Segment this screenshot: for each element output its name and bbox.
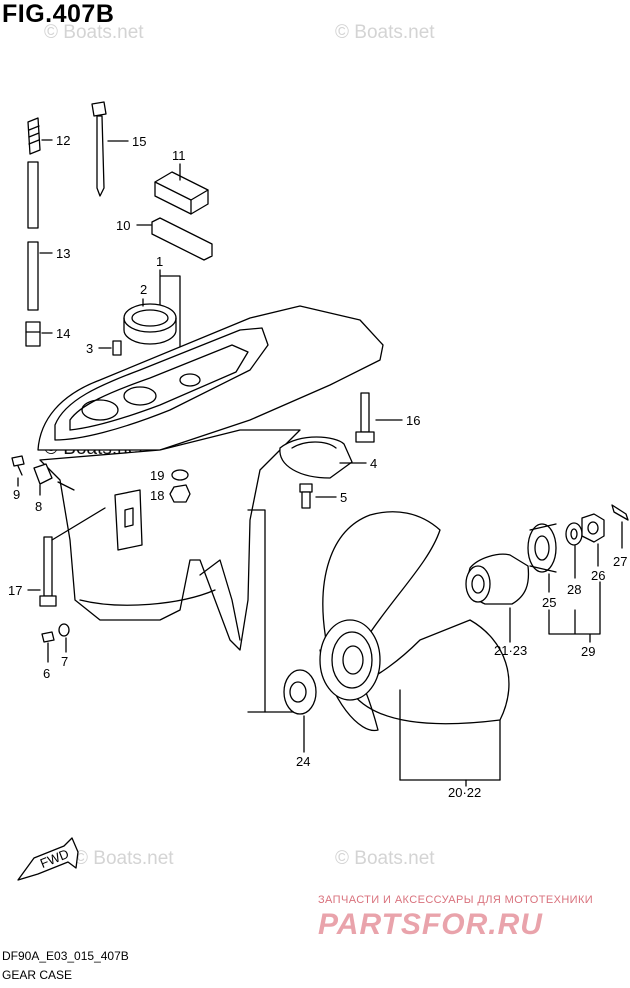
watermark-2: © Boats.net	[335, 22, 435, 43]
callout-13: 13	[56, 246, 70, 261]
part-7-washer	[58, 623, 70, 653]
fwd-arrow	[17, 837, 79, 881]
part-19-washer	[171, 469, 189, 481]
part-24-thrust-washer	[283, 669, 317, 753]
callout-24: 24	[296, 754, 310, 769]
part-28-washer	[565, 522, 583, 579]
callout-14: 14	[56, 326, 70, 341]
callout-21-23: 21·23	[494, 643, 527, 658]
part-13-tube	[27, 161, 53, 311]
callout-15: 15	[132, 134, 146, 149]
part-12-bushing	[27, 117, 53, 155]
callout-28: 28	[567, 582, 581, 597]
part-3-pin	[98, 340, 122, 356]
callout-11: 11	[172, 148, 186, 163]
model-code: DF90A_E03_015_407B	[2, 949, 129, 963]
callout-7: 7	[61, 654, 68, 669]
part-6-screw	[41, 631, 55, 663]
callout-16: 16	[406, 413, 420, 428]
brand-logo: PARTSFOR.RU	[318, 908, 543, 941]
part-21-spacer	[465, 553, 530, 643]
callout-10: 10	[116, 218, 130, 233]
part-27-cotter-pin	[611, 504, 629, 549]
callout-29: 29	[581, 644, 595, 659]
callout-26: 26	[591, 568, 605, 583]
callout-25: 25	[542, 595, 556, 610]
callout-4: 4	[370, 456, 377, 471]
watermark-1: © Boats.net	[44, 22, 144, 43]
part-15-cable-tie	[91, 101, 129, 197]
figure-title: FIG.407B	[2, 0, 115, 28]
callout-18: 18	[150, 488, 164, 503]
part-10-strip	[136, 217, 213, 261]
part-8-collar	[33, 463, 75, 496]
callout-27: 27	[613, 554, 627, 569]
watermark-5: © Boats.net	[335, 848, 435, 869]
part-11-block	[154, 163, 209, 215]
part-14-grommet	[25, 321, 53, 347]
callout-19: 19	[150, 468, 164, 483]
part-18-nut	[169, 484, 191, 503]
callout-2: 2	[140, 282, 147, 297]
part-17-bolt	[27, 507, 106, 607]
figure-caption: GEAR CASE	[2, 968, 73, 982]
propeller	[319, 511, 510, 787]
callout-17: 17	[8, 583, 22, 598]
callout-5: 5	[340, 490, 347, 505]
callout-6: 6	[43, 666, 50, 681]
callout-12: 12	[56, 133, 70, 148]
brand-subtitle: ЗАПЧАСТИ И АКСЕССУАРЫ ДЛЯ МОТОТЕХНИКИ	[318, 894, 594, 906]
callout-8: 8	[35, 499, 42, 514]
callout-20-22: 20·22	[448, 785, 481, 800]
watermark-4: © Boats.net	[74, 848, 174, 869]
callout-1: 1	[156, 254, 163, 269]
part-16-bolt	[355, 392, 403, 443]
part-5-bolt	[299, 483, 337, 509]
part-2-bearing	[123, 298, 177, 345]
part-4-anode	[279, 436, 367, 479]
gear-case-housing	[37, 305, 384, 651]
callout-9: 9	[13, 487, 20, 502]
part-26-nut	[581, 513, 605, 567]
callout-3: 3	[86, 341, 93, 356]
part-9-screw	[11, 455, 25, 487]
part-25-spline-washer	[527, 523, 557, 593]
